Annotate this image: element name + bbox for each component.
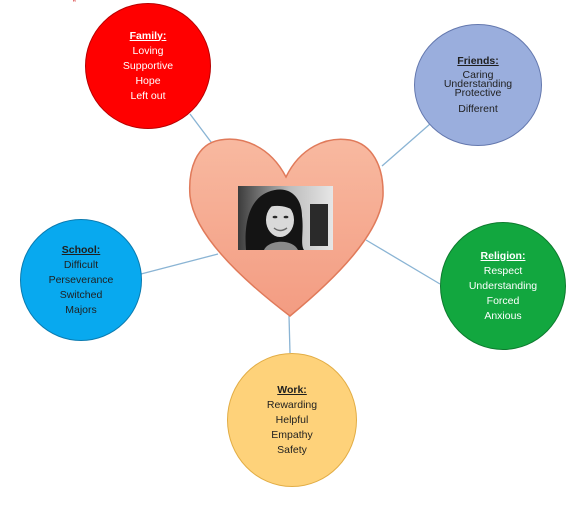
school-item: Perseverance	[48, 273, 114, 286]
family-item: Hope	[135, 74, 161, 87]
friends-item: Protective	[454, 86, 502, 99]
school-bubble: School: Difficult Perseverance Switched …	[20, 219, 142, 341]
friends-item: Different	[458, 102, 498, 115]
family-item: Left out	[130, 89, 166, 102]
connectors	[140, 113, 441, 354]
religion-item: Respect	[483, 264, 523, 277]
religion-item: Forced	[486, 294, 520, 307]
connector-work	[288, 315, 291, 354]
friends-item: Understanding	[443, 77, 513, 90]
religion-item: Anxious	[484, 309, 522, 322]
work-item: Rewarding	[266, 398, 318, 411]
portrait-photo	[238, 186, 333, 250]
connector-religion	[365, 239, 441, 285]
work-bubble: Work: Rewarding Helpful Empathy Safety	[227, 353, 357, 487]
friends-title: Friends:	[457, 54, 499, 67]
family-item: Loving	[132, 44, 164, 57]
religion-bubble: Religion: Respect Understanding Forced A…	[440, 222, 566, 350]
religion-item: Understanding	[468, 279, 538, 292]
school-item: Difficult	[63, 258, 99, 271]
connector-school	[140, 253, 219, 275]
friends-bubble: Friends: Caring Understanding Protective…	[414, 24, 542, 146]
work-title: Work:	[277, 383, 307, 396]
school-item: Switched	[59, 288, 103, 301]
work-item: Safety	[277, 443, 307, 456]
connector-friends	[381, 123, 431, 167]
friends-item: Caring	[462, 68, 494, 81]
religion-title: Religion:	[480, 249, 526, 262]
family-bubble: Family: Loving Supportive Hope Left out	[85, 3, 211, 129]
school-item: Majors	[65, 303, 97, 316]
work-item: Helpful	[275, 413, 309, 426]
family-item: Supportive	[122, 59, 174, 72]
stray-mark-glyph: ‟	[73, 0, 76, 8]
school-title: School:	[61, 243, 101, 256]
family-title: Family:	[129, 29, 167, 42]
work-item: Empathy	[271, 428, 313, 441]
connector-family	[189, 113, 215, 147]
